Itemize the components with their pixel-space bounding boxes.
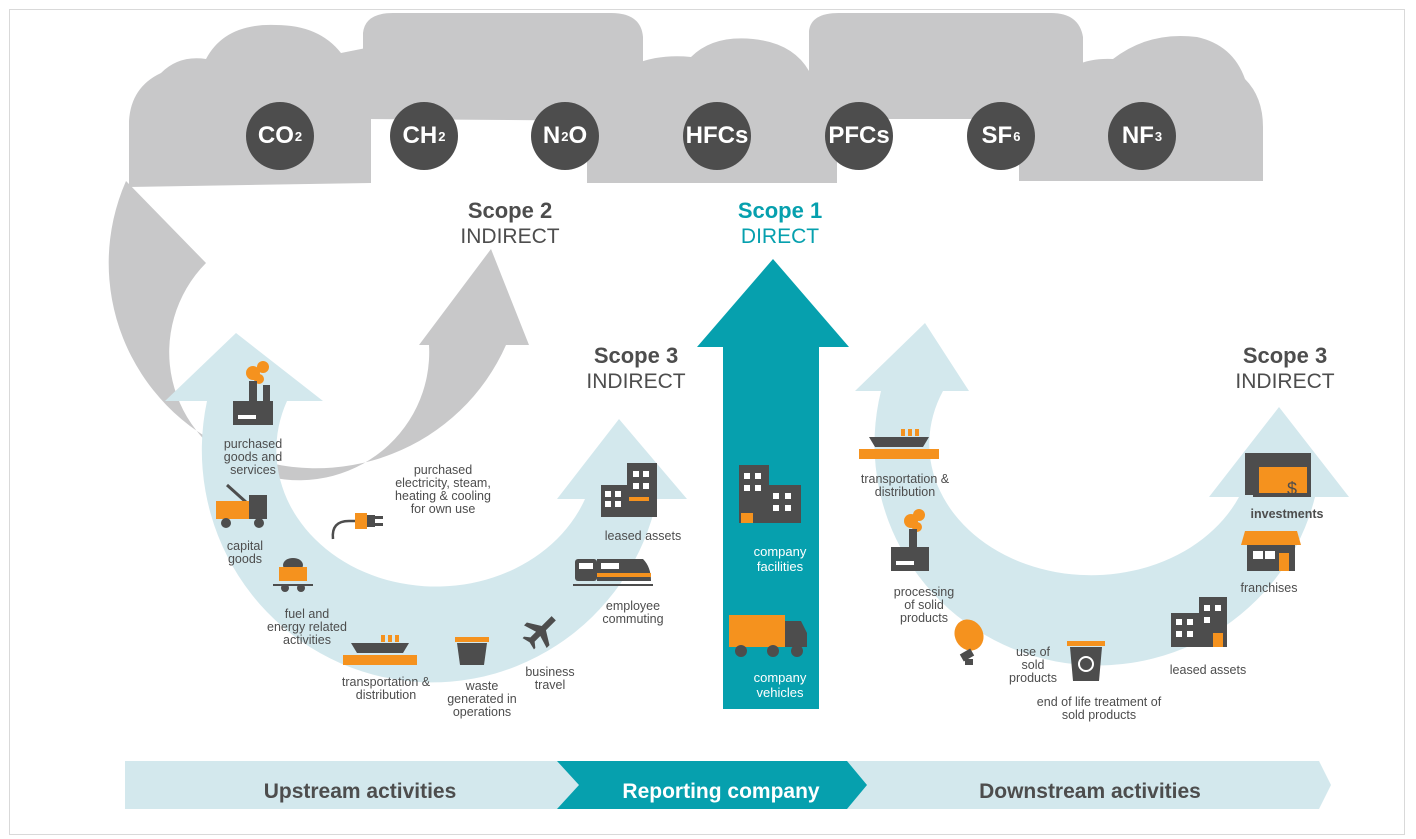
label-company-facilities: company facilities <box>753 544 807 574</box>
gas-formula: NF <box>1121 122 1154 149</box>
gas-formula: CO <box>257 122 294 149</box>
gas-hfcs: HFCs <box>683 102 751 170</box>
scope1-kind: DIRECT <box>740 225 820 248</box>
train-icon <box>573 559 653 586</box>
scope3-upstream-heading: Scope 3 INDIRECT <box>566 343 706 395</box>
label-capital-goods: capital goods <box>226 539 264 566</box>
scope1-arrow <box>697 259 849 709</box>
label-business-travel: business travel <box>525 665 575 692</box>
label-leased-assets-downstream: leased assets <box>1169 663 1247 677</box>
gas-subscript: 2 <box>294 128 303 144</box>
label-end-of-life: end of life treatment of sold products <box>1036 695 1162 722</box>
scope2-heading: Scope 2 INDIRECT <box>430 198 590 250</box>
scope2-kind: INDIRECT <box>460 225 560 248</box>
truck-crane-icon <box>216 483 267 528</box>
label-leased-assets-upstream: leased assets <box>604 529 682 543</box>
label-company-vehicles: company vehicles <box>753 670 807 700</box>
gas-formula: SF <box>981 122 1013 149</box>
scope3-downstream-heading: Scope 3 INDIRECT <box>1215 343 1355 395</box>
company-building-icon <box>739 465 801 523</box>
company-truck-icon <box>729 615 807 657</box>
gas-formula-suffix: O <box>568 122 588 149</box>
building-icon-downstream <box>1171 597 1227 647</box>
band-reporting: Reporting company <box>622 780 820 803</box>
label-fuel-energy: fuel and energy related activities <box>267 607 347 647</box>
scope3-downstream-kind: INDIRECT <box>1235 370 1335 393</box>
waste-bin-icon <box>455 637 489 665</box>
label-franchises: franchises <box>1240 581 1298 595</box>
scope3-downstream-arrow <box>855 323 1349 666</box>
label-waste: waste generated in operations <box>447 679 517 719</box>
plug-icon <box>331 513 383 540</box>
coal-cart-icon <box>273 558 313 592</box>
activity-band <box>125 761 1331 809</box>
scope3-downstream-title: Scope 3 <box>1242 343 1328 368</box>
scope1-heading: Scope 1 DIRECT <box>700 198 860 250</box>
label-use-sold: use of sold products <box>1009 645 1057 685</box>
label-transport-upstream: transportation & distribution <box>341 675 431 702</box>
label-employee-commuting: employee commuting <box>602 599 664 626</box>
recycle-bin-icon <box>1067 641 1105 681</box>
lightbulb-icon <box>954 619 984 665</box>
band-downstream: Downstream activities <box>979 780 1201 803</box>
gas-formula: PFCs <box>828 122 890 149</box>
building-icon <box>601 463 657 517</box>
label-processing: processing of solid products <box>893 585 955 625</box>
scope3-upstream-title: Scope 3 <box>593 343 679 368</box>
ship-icon <box>343 635 417 665</box>
band-upstream: Upstream activities <box>263 780 457 803</box>
gas-subscript: 6 <box>1013 128 1021 144</box>
gas-subscript: 2 <box>438 128 446 144</box>
scope3-upstream-arrow <box>165 333 687 683</box>
factory-icon-downstream <box>891 509 929 571</box>
label-transport-downstream: transportation & distribution <box>860 472 950 499</box>
scope3-upstream-kind: INDIRECT <box>586 370 686 393</box>
dollar-sign: $ <box>1286 479 1297 499</box>
label-investments: investments <box>1250 507 1324 521</box>
gas-pfcs: PFCs <box>825 102 893 170</box>
scope1-title: Scope 1 <box>737 198 823 223</box>
gas-formula: CH <box>402 122 438 149</box>
gas-formula: HFCs <box>685 122 749 149</box>
airplane-icon <box>522 616 556 650</box>
factory-icon <box>233 361 273 425</box>
gas-formula: N <box>542 122 561 149</box>
money-icon <box>1245 453 1311 497</box>
gas-clouds <box>129 13 1263 187</box>
ship-icon-downstream <box>859 429 939 459</box>
scope2-arrow <box>108 181 529 481</box>
scope2-title: Scope 2 <box>467 198 553 223</box>
store-icon <box>1241 531 1301 571</box>
gas-subscript: 3 <box>1154 128 1163 144</box>
gas-subscript: 2 <box>561 128 569 144</box>
label-purchased-electricity: purchased electricity, steam, heating & … <box>395 463 491 516</box>
scope-emissions-diagram <box>108 13 1349 809</box>
label-purchased-goods: purchased goods and services <box>223 437 283 477</box>
